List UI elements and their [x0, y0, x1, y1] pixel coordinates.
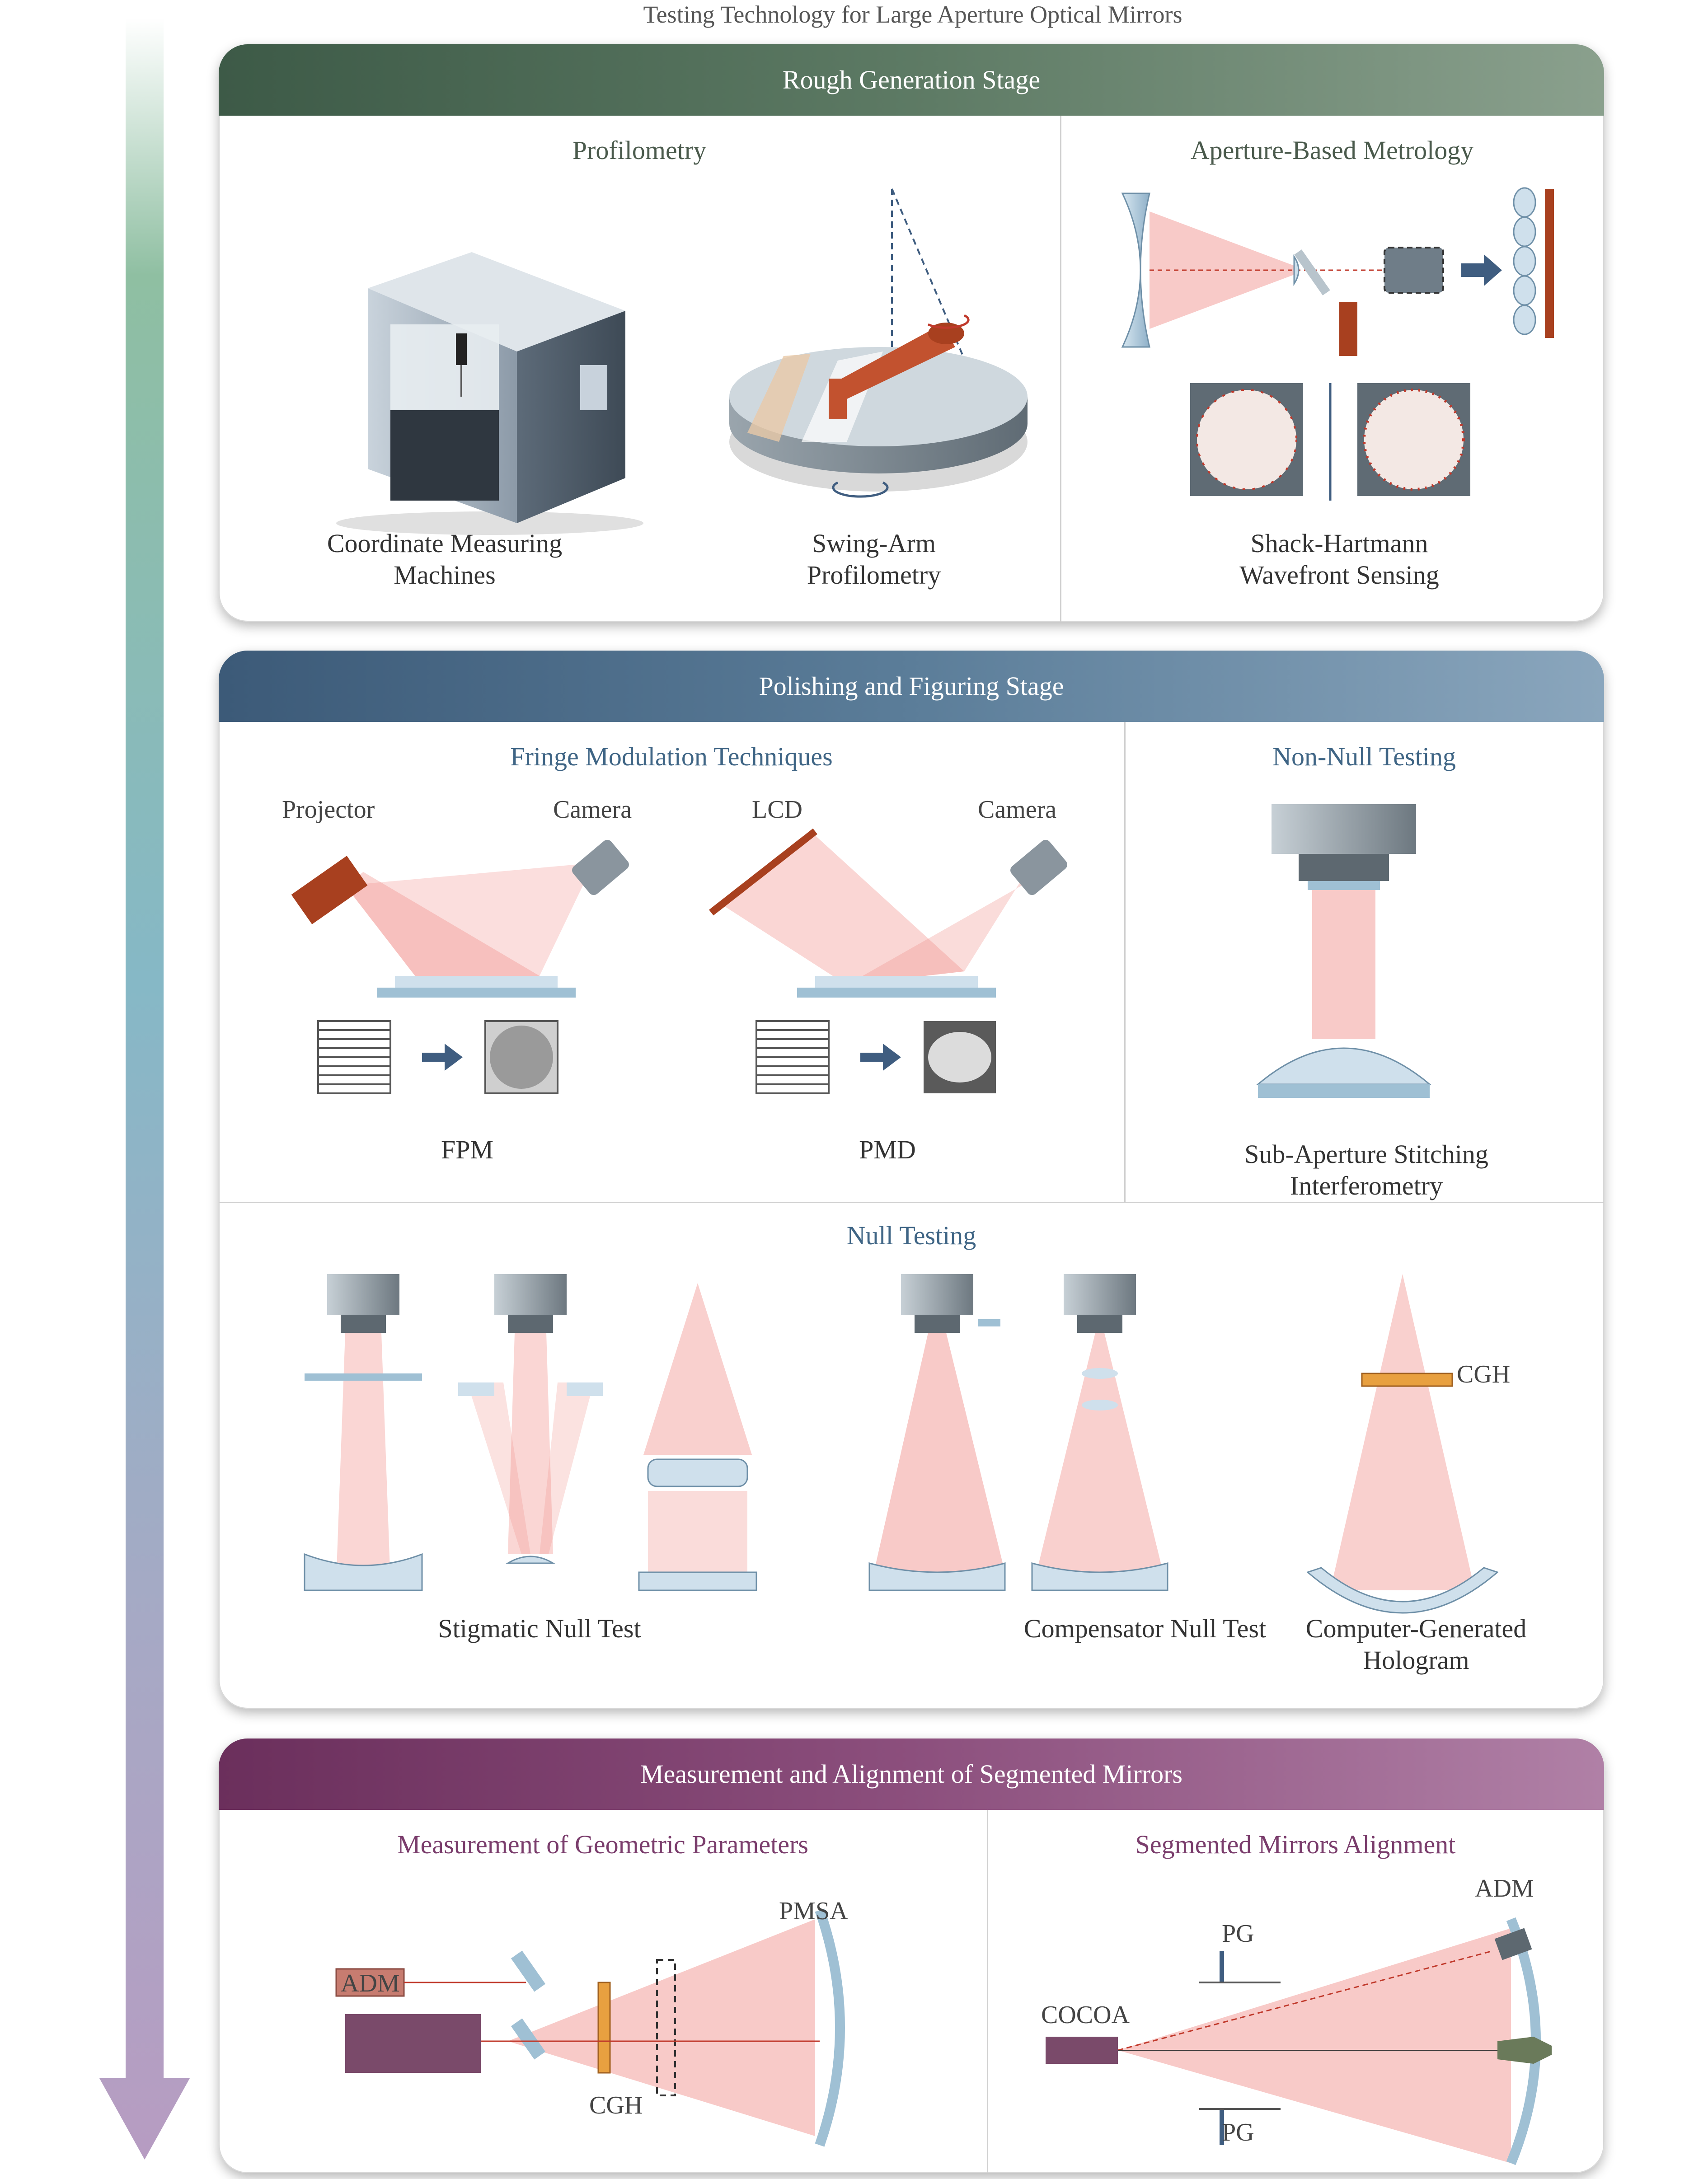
swing-arm-label-line2: Profilometry	[807, 560, 941, 590]
cmm-label-line2: Machines	[394, 560, 496, 590]
swing-arm-label-line1: Swing-Arm	[812, 529, 936, 558]
camera-label-fpm: Camera	[553, 796, 632, 824]
cgh-null-test-illustration	[1306, 1274, 1499, 1614]
camera-label-pmd: Camera	[978, 796, 1057, 824]
non-null-heading: Non-Null Testing	[1272, 742, 1456, 771]
process-flow-arrow	[99, 18, 190, 2160]
panel3-divider	[987, 1810, 988, 2173]
lenslet-array	[1513, 187, 1536, 335]
segmented-mirrors-header: Measurement and Alignment of Segmented M…	[219, 1739, 1604, 1810]
panel1-divider	[1060, 116, 1061, 622]
ssi-label-line1: Sub-Aperture Stitching	[1244, 1139, 1488, 1169]
adm-label-geometric: ADM	[341, 1969, 400, 1997]
cocoa-label: COCOA	[1041, 2001, 1130, 2029]
panel2-horizontal-divider	[219, 1202, 1604, 1203]
cgh-label-line1: Computer-Generated	[1305, 1614, 1527, 1643]
rough-generation-panel: Rough Generation Stage Profilometry Aper…	[219, 44, 1604, 622]
lcd-label: LCD	[752, 796, 802, 824]
cmm-machine-illustration	[336, 252, 643, 535]
geometric-parameters-heading: Measurement of Geometric Parameters	[397, 1830, 808, 1859]
swing-arm-illustration	[729, 188, 1028, 498]
fpm-label: FPM	[441, 1135, 494, 1164]
fringe-modulation-heading: Fringe Modulation Techniques	[510, 742, 833, 771]
projector-label: Projector	[282, 796, 375, 824]
profilometry-heading: Profilometry	[572, 136, 707, 165]
cgh-label-geometric: CGH	[589, 2091, 643, 2119]
rough-generation-header: Rough Generation Stage	[219, 44, 1604, 116]
fpm-fringe-pattern-left	[317, 1020, 391, 1094]
pmsa-label: PMSA	[779, 1897, 848, 1925]
segmented-mirrors-panel: Measurement and Alignment of Segmented M…	[219, 1739, 1604, 2173]
stigmatic-null-test-label: Stigmatic Null Test	[438, 1614, 641, 1643]
figure-title: Testing Technology for Large Aperture Op…	[643, 1, 1182, 28]
sub-aperture-stitching-illustration	[1256, 804, 1432, 1098]
pmd-label: PMD	[859, 1135, 916, 1164]
pg-label-top: PG	[1222, 1920, 1254, 1948]
cgh-label-line2: Hologram	[1363, 1645, 1469, 1675]
panel2-vertical-divider	[1124, 722, 1126, 1202]
shack-hartmann-label-line2: Wavefront Sensing	[1239, 560, 1439, 590]
adm-label-alignment: ADM	[1475, 1874, 1534, 1903]
mirror-alignment-heading: Segmented Mirrors Alignment	[1135, 1830, 1456, 1859]
null-testing-heading: Null Testing	[846, 1221, 976, 1250]
shack-hartmann-illustration	[1121, 187, 1554, 501]
polishing-figuring-header: Polishing and Figuring Stage	[219, 651, 1604, 722]
geometric-parameters-illustration	[335, 1908, 845, 2147]
cgh-tag-label: CGH	[1457, 1360, 1511, 1388]
fpm-illustration	[291, 839, 629, 1094]
segmented-alignment-illustration	[1046, 1917, 1552, 2165]
shack-hartmann-label-line1: Shack-Hartmann	[1250, 529, 1428, 558]
compensator-null-test-label: Compensator Null Test	[1023, 1614, 1267, 1643]
ssi-label-line2: Interferometry	[1290, 1171, 1443, 1200]
polishing-figuring-panel: Polishing and Figuring Stage Fringe Modu…	[219, 651, 1604, 1709]
stigmatic-null-test-illustration	[304, 1274, 757, 1591]
aperture-metrology-heading: Aperture-Based Metrology	[1190, 136, 1474, 165]
pmd-fringe-pattern-left	[755, 1020, 830, 1094]
compensator-null-test-illustration	[868, 1274, 1168, 1591]
cmm-label-line1: Coordinate Measuring	[327, 529, 563, 558]
pg-label-bottom: PG	[1222, 2118, 1254, 2146]
pmd-illustration	[709, 828, 1067, 1094]
